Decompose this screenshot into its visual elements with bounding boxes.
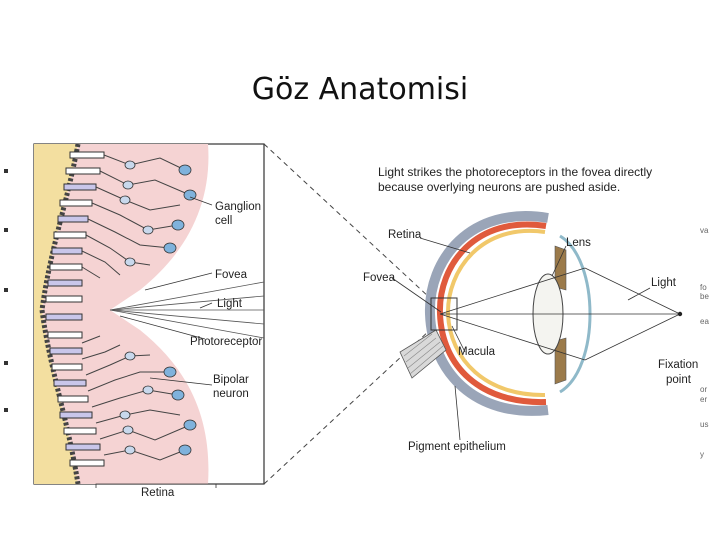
retina-label-right: Retina [388, 229, 422, 241]
ganglion-cell-label: Ganglion [215, 201, 261, 213]
fixation-point-label: Fixation [658, 359, 698, 371]
fovea-label-right: Fovea [363, 272, 396, 284]
optic-nerve [400, 330, 446, 378]
bipolar-neuron-label-2: neuron [213, 388, 249, 400]
fovea-label-left: Fovea [215, 269, 248, 281]
caption-line-2: because overlying neurons are pushed asi… [378, 180, 620, 194]
fixation-point-label-2: point [666, 374, 692, 386]
photoreceptor-label: Photoreceptor [190, 336, 262, 348]
ganglion-cell-label-2: cell [215, 215, 232, 227]
light-label-left: Light [217, 298, 243, 310]
bipolar-neuron-label: Bipolar [213, 374, 249, 386]
pigment-epithelium-label: Pigment epithelium [408, 441, 506, 453]
caption-line-1: Light strikes the photoreceptors in the … [378, 165, 652, 179]
retina-closeup-panel: Ganglion cell Fovea Light Photoreceptor … [34, 144, 264, 499]
eye-cross-section: Light strikes the photoreceptors in the … [363, 165, 698, 453]
light-label-right: Light [651, 277, 677, 289]
zoom-connector-lines [264, 144, 430, 484]
lens-label: Lens [566, 237, 591, 249]
fixation-point-dot [678, 312, 682, 316]
macula-label: Macula [458, 346, 496, 358]
retina-label-left: Retina [141, 487, 175, 499]
